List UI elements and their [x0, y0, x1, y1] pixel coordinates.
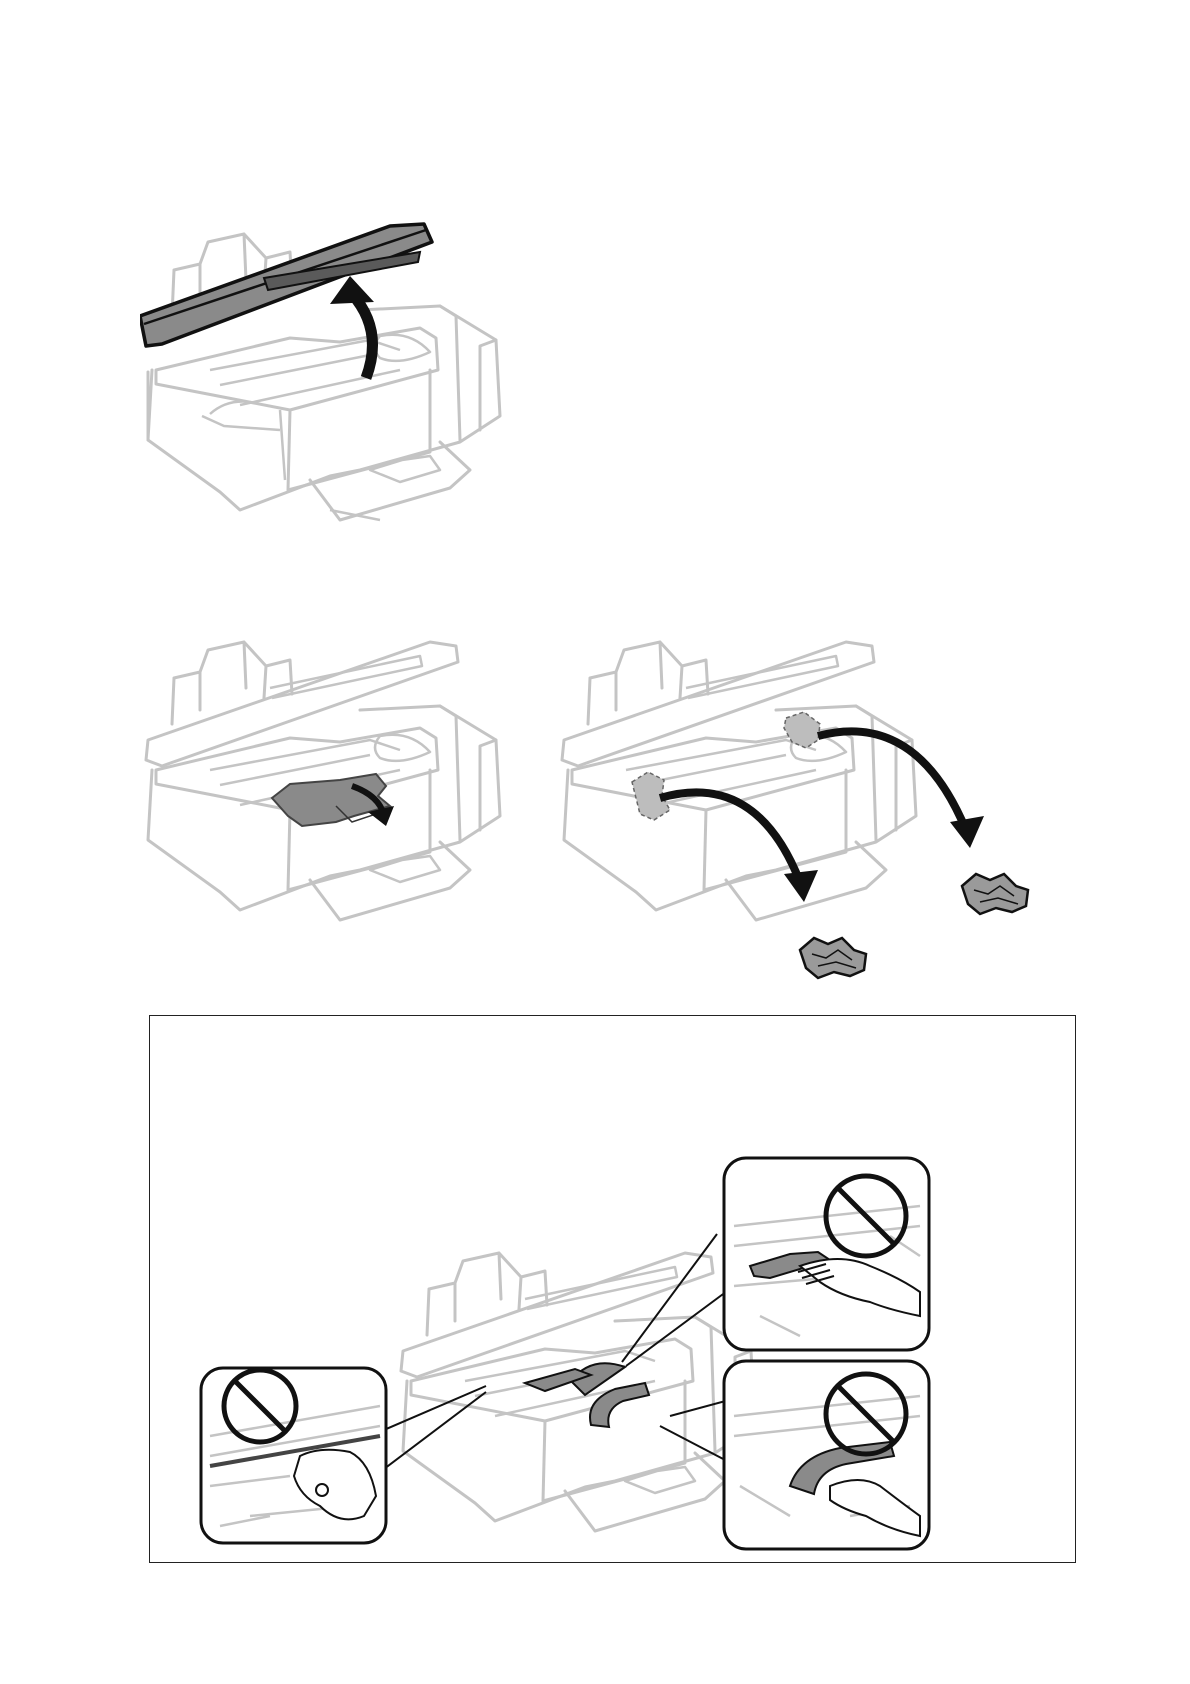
prohibited-touch-cable-icon — [201, 1368, 386, 1543]
do-not-touch-notice — [149, 1015, 1076, 1563]
printer-torn-pieces-icon — [556, 620, 1056, 1000]
figure-open-scanner-unit — [140, 220, 520, 540]
figure-remove-torn-pieces — [556, 620, 1056, 1000]
prohibited-touch-ink-tube-icon — [724, 1158, 929, 1350]
printer-do-not-touch-icon — [150, 1016, 1074, 1561]
printer-open-scanner-arrow-icon — [140, 220, 520, 540]
prohibited-touch-translucent-film-icon — [724, 1361, 929, 1549]
printer-pull-paper-icon — [140, 620, 520, 940]
figure-remove-jammed-paper — [140, 620, 520, 940]
